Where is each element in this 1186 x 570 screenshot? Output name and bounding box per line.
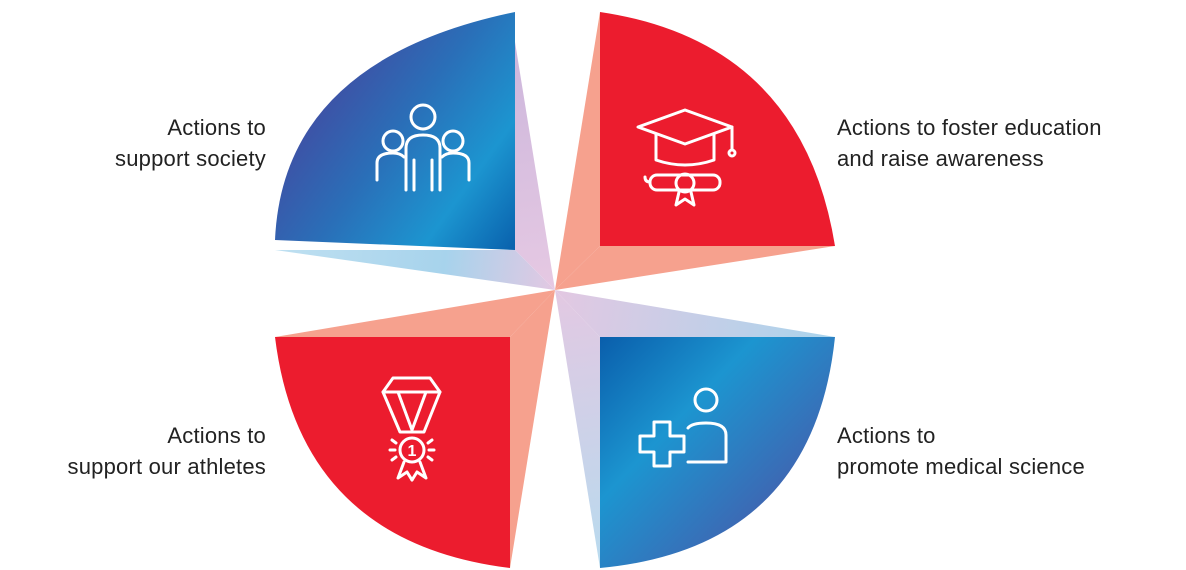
quadrant-label-society: Actions to support society (115, 112, 266, 174)
ray-top-left-horizontal (275, 250, 555, 290)
ray-bottom-right-horizontal (555, 290, 835, 337)
quadrant-label-athletes: Actions to support our athletes (68, 420, 266, 482)
quadrant-education (600, 12, 835, 246)
ray-top-right-vertical (555, 12, 600, 290)
label-society-line2: support society (115, 146, 266, 171)
ray-top-right-horizontal (555, 246, 835, 290)
label-society-line1: Actions to (167, 115, 266, 140)
quadrant-athletes (275, 337, 510, 568)
people-group-icon (375, 103, 471, 192)
graduation-cap-diploma-icon (636, 108, 737, 207)
medical-person-plus-icon (638, 387, 728, 468)
label-medical-line1: Actions to (837, 423, 936, 448)
medal-number: 1 (408, 443, 417, 460)
quadrant-medical (600, 337, 835, 568)
label-athletes-line2: support our athletes (67, 454, 266, 479)
label-education-line2: and raise awareness (837, 146, 1044, 171)
quadrant-label-education: Actions to foster education and raise aw… (837, 112, 1102, 174)
label-athletes-line1: Actions to (167, 423, 266, 448)
ray-bottom-right-vertical (555, 290, 600, 568)
center-rays (275, 12, 835, 568)
label-medical-line2: promote medical science (837, 454, 1085, 479)
label-education-line1: Actions to foster education (837, 115, 1102, 140)
ray-bottom-left-horizontal (275, 290, 555, 337)
medal-icon (381, 376, 442, 482)
quadrant-label-medical: Actions to promote medical science (837, 420, 1085, 482)
ray-top-left-vertical (515, 42, 555, 290)
ray-bottom-left-vertical (510, 290, 555, 568)
